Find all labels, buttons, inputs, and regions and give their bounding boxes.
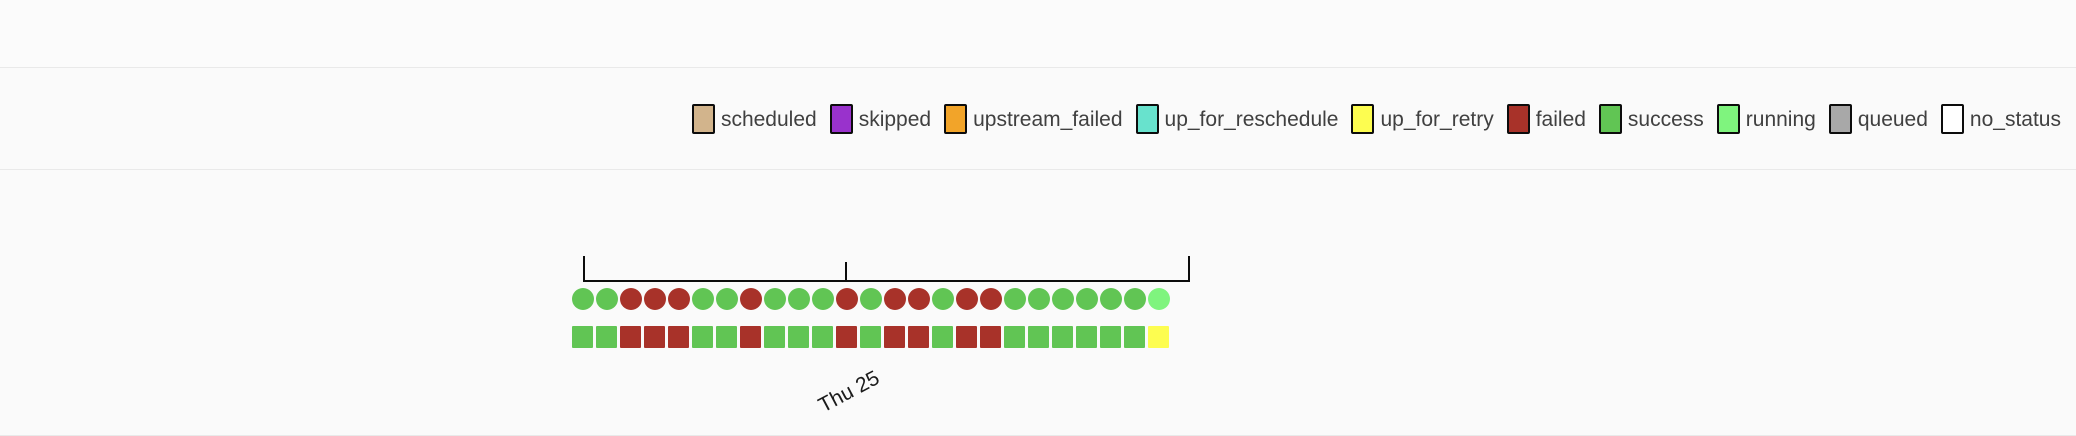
task-instance-square[interactable] <box>596 326 617 348</box>
dag-run-circle[interactable] <box>1052 288 1074 310</box>
dag-run-circle[interactable] <box>692 288 714 310</box>
axis-tick-left <box>583 256 585 280</box>
task-instance-square[interactable] <box>572 326 593 348</box>
dag-run-circle[interactable] <box>836 288 858 310</box>
dag-run-circle[interactable] <box>812 288 834 310</box>
task-instance-square[interactable] <box>932 326 953 348</box>
legend-label: skipped <box>858 107 932 131</box>
task-instance-square[interactable] <box>1004 326 1025 348</box>
task-instance-square[interactable] <box>812 326 833 348</box>
legend-label: no_status <box>1969 107 2061 131</box>
legend-item-skipped: skipped <box>829 104 932 134</box>
dag-run-circle[interactable] <box>956 288 978 310</box>
task-instance-square[interactable] <box>980 326 1001 348</box>
task-instance-square[interactable] <box>956 326 977 348</box>
dag-run-circle[interactable] <box>740 288 762 310</box>
legend-item-failed: failed <box>1506 104 1586 134</box>
task-instance-square[interactable] <box>692 326 713 348</box>
task-instance-square[interactable] <box>1124 326 1145 348</box>
task-instance-square[interactable] <box>740 326 761 348</box>
dag-run-circle[interactable] <box>980 288 1002 310</box>
task-instance-square[interactable] <box>644 326 665 348</box>
task-instance-square[interactable] <box>788 326 809 348</box>
dag-run-circle[interactable] <box>1076 288 1098 310</box>
dag-run-circle[interactable] <box>884 288 906 310</box>
failed-status-swatch-icon <box>1506 104 1530 134</box>
running-status-swatch-icon <box>1716 104 1740 134</box>
legend-label: running <box>1745 107 1816 131</box>
no_status-status-swatch-icon <box>1940 104 1964 134</box>
dag-run-circle[interactable] <box>620 288 642 310</box>
status-legend: scheduled skipped upstream_failed up_for_re… <box>0 69 2076 170</box>
axis-tick-label: Thu 25 <box>814 366 884 418</box>
dag-run-circle[interactable] <box>932 288 954 310</box>
dag-run-circle[interactable] <box>668 288 690 310</box>
task-instances-row <box>572 326 1169 348</box>
legend-label: failed <box>1535 107 1586 131</box>
legend-item-up_for_reschedule: up_for_reschedule <box>1135 104 1339 134</box>
legend-item-queued: queued <box>1828 104 1928 134</box>
dag-run-circle[interactable] <box>860 288 882 310</box>
status-grid-chart: Thu 25 <box>0 170 2076 435</box>
upstream_failed-status-swatch-icon <box>944 104 968 134</box>
task-instance-square[interactable] <box>620 326 641 348</box>
dag-run-circle[interactable] <box>764 288 786 310</box>
legend-label: queued <box>1857 107 1928 131</box>
dag-run-circle[interactable] <box>572 288 594 310</box>
legend-item-running: running <box>1716 104 1816 134</box>
dag-run-circle[interactable] <box>788 288 810 310</box>
task-instance-square[interactable] <box>860 326 881 348</box>
dag-run-circle[interactable] <box>716 288 738 310</box>
legend-label: upstream_failed <box>973 107 1123 131</box>
task-instance-square[interactable] <box>1148 326 1169 348</box>
task-instance-square[interactable] <box>1028 326 1049 348</box>
scheduled-status-swatch-icon <box>691 104 715 134</box>
task-instance-square[interactable] <box>764 326 785 348</box>
legend-item-upstream_failed: upstream_failed <box>944 104 1123 134</box>
skipped-status-swatch-icon <box>829 104 853 134</box>
success-status-swatch-icon <box>1598 104 1622 134</box>
legend-label: success <box>1627 107 1704 131</box>
axis-tick-center <box>845 262 847 280</box>
dag-run-circle[interactable] <box>1100 288 1122 310</box>
task-instance-square[interactable] <box>836 326 857 348</box>
task-instance-square[interactable] <box>1052 326 1073 348</box>
task-instance-square[interactable] <box>884 326 905 348</box>
task-instance-square[interactable] <box>1100 326 1121 348</box>
legend-item-success: success <box>1598 104 1704 134</box>
dag-run-circle[interactable] <box>596 288 618 310</box>
legend-item-up_for_retry: up_for_retry <box>1351 104 1494 134</box>
up_for_reschedule-status-swatch-icon <box>1135 104 1159 134</box>
axis-line <box>583 280 1190 282</box>
dag-run-circle[interactable] <box>1004 288 1026 310</box>
task-instance-square[interactable] <box>908 326 929 348</box>
dag-run-circle[interactable] <box>1124 288 1146 310</box>
task-instance-square[interactable] <box>1076 326 1097 348</box>
task-instance-square[interactable] <box>716 326 737 348</box>
legend-label: up_for_reschedule <box>1164 107 1339 131</box>
queued-status-swatch-icon <box>1828 104 1852 134</box>
task-instance-square[interactable] <box>668 326 689 348</box>
legend-label: up_for_retry <box>1380 107 1494 131</box>
dag-run-circle[interactable] <box>1028 288 1050 310</box>
dag-runs-row <box>572 288 1170 310</box>
legend-label: scheduled <box>720 107 817 131</box>
dag-run-circle[interactable] <box>644 288 666 310</box>
legend-item-scheduled: scheduled <box>691 104 817 134</box>
top-band <box>0 0 2076 68</box>
dag-run-circle[interactable] <box>908 288 930 310</box>
dag-run-circle[interactable] <box>1148 288 1170 310</box>
axis-tick-right <box>1188 256 1190 280</box>
legend-item-no_status: no_status <box>1940 104 2061 134</box>
up_for_retry-status-swatch-icon <box>1351 104 1375 134</box>
